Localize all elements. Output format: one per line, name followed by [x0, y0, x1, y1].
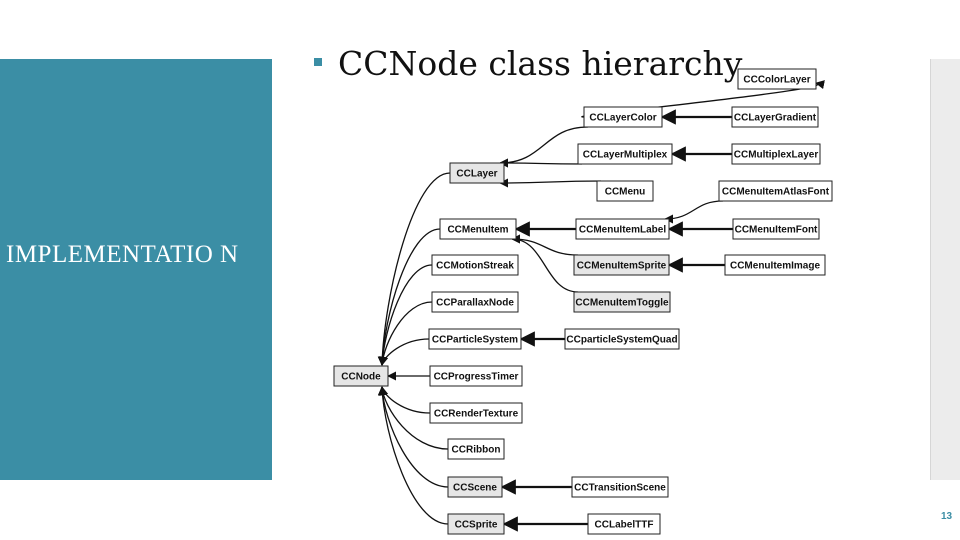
class-node-label: CCMenuItemSprite [577, 261, 667, 272]
page-number: 13 [941, 511, 953, 522]
class-node-cc-ribbon: CCRibbon [447, 438, 505, 460]
class-node-box [447, 513, 505, 535]
class-node-box [573, 254, 670, 276]
class-node-cc-layer-color: CCLayerColor [583, 106, 663, 128]
class-node-label: CCScene [453, 483, 497, 494]
inheritance-arrow-cc-motion-streak-to-cc-node [377, 264, 433, 366]
class-node-box [718, 180, 833, 202]
class-node-box [333, 365, 389, 387]
inheritance-arrow-cc-sprite-to-cc-node [377, 386, 449, 525]
class-node-cc-sprite: CCSprite [447, 513, 505, 535]
class-node-cc-menu-item-image: CCMenuItemImage [724, 254, 826, 276]
class-node-label: CCMenu [605, 187, 646, 198]
class-node-cc-multiplex-layer: CCMultiplexLayer [731, 143, 821, 165]
inheritance-arrow-cc-menu-item-atlas-font-to-cc-menu-item-label [664, 200, 724, 224]
right-edge-bar [930, 59, 960, 480]
section-panel [0, 59, 272, 480]
inheritance-arrow-cc-menu-item-sprite-to-cc-menu-item [511, 234, 579, 256]
class-node-box [596, 180, 654, 202]
class-node-box [724, 254, 826, 276]
class-node-label: CCLayerGradient [734, 113, 817, 124]
class-node-label: CCLabelTTF [595, 520, 654, 531]
class-node-box [428, 328, 522, 350]
class-node-cc-color-layer: CCColorLayer [737, 68, 817, 90]
class-node-label: CCParticleSystem [432, 335, 518, 346]
class-node-box [449, 162, 505, 184]
inheritance-arrow-cc-layer-color-to-cc-layer [499, 126, 589, 168]
class-node-cc-menu-item-atlas-font: CCMenuItemAtlasFont [718, 180, 833, 202]
class-node-label: CCRenderTexture [434, 409, 519, 420]
class-node-cc-layer-multiplex: CCLayerMultiplex [577, 143, 673, 165]
class-node-label: CCParallaxNode [436, 298, 514, 309]
class-node-label: CCMenuItemImage [730, 261, 820, 272]
class-node-box [447, 438, 505, 460]
class-node-label: CCMotionStreak [436, 261, 514, 272]
class-node-box [429, 402, 523, 424]
class-node-label: CCMenuItemLabel [579, 225, 666, 236]
class-node-cc-menu-item-toggle: CCMenuItemToggle [573, 291, 671, 313]
class-node-label: CCProgressTimer [434, 372, 519, 383]
class-node-box [587, 513, 661, 535]
class-node-box [564, 328, 680, 350]
class-node-cc-node: CCNode [333, 365, 389, 387]
class-node-cc-parallax-node: CCParallaxNode [431, 291, 519, 313]
class-node-label: CCNode [341, 372, 381, 383]
class-node-box [732, 218, 820, 240]
class-node-cc-render-texture: CCRenderTexture [429, 402, 523, 424]
class-node-box [575, 218, 670, 240]
class-node-box [573, 291, 671, 313]
class-node-box [447, 476, 503, 498]
class-node-label: CCLayerMultiplex [583, 150, 668, 161]
class-node-cc-menu-item-label: CCMenuItemLabel [575, 218, 670, 240]
section-title: IMPLEMENTATIO N [6, 241, 239, 268]
class-node-box [571, 476, 669, 498]
class-node-cc-layer: CCLayer [449, 162, 505, 184]
class-node-box [577, 143, 673, 165]
class-node-label: CCparticleSystemQuad [566, 335, 677, 346]
slide-heading: CCNode class hierarchy [314, 44, 742, 83]
class-node-cc-scene: CCScene [447, 476, 503, 498]
class-node-cc-transition-scene: CCTransitionScene [571, 476, 669, 498]
inheritance-arrow-cc-layer-to-cc-node [377, 172, 451, 366]
class-node-box [731, 106, 819, 128]
square-bullet-icon [314, 58, 322, 66]
class-node-label: CCSprite [455, 520, 498, 531]
class-node-cc-menu-item-font: CCMenuItemFont [732, 218, 820, 240]
class-node-box [431, 254, 519, 276]
class-node-box [731, 143, 821, 165]
class-node-box [737, 68, 817, 90]
class-node-label: CCLayer [456, 169, 497, 180]
class-node-label: CCLayerColor [589, 113, 656, 124]
inheritance-arrow-cc-menu-item-toggle-to-cc-menu-item [511, 234, 579, 293]
class-node-box [439, 218, 517, 240]
class-node-cc-label-ttf: CCLabelTTF [587, 513, 661, 535]
class-node-label: CCMenuItemAtlasFont [722, 187, 830, 198]
class-node-cc-progress-timer: CCProgressTimer [429, 365, 523, 387]
class-node-cc-menu-item-sprite: CCMenuItemSprite [573, 254, 670, 276]
class-node-label: CCRibbon [452, 445, 501, 456]
class-node-c-cparticle-system-quad: CCparticleSystemQuad [564, 328, 680, 350]
inheritance-arrow-cc-scene-to-cc-node [377, 386, 449, 488]
inheritance-arrow-cc-layer-multiplex-to-cc-layer [499, 158, 583, 168]
class-node-label: CCTransitionScene [574, 483, 666, 494]
class-node-box [583, 106, 663, 128]
class-node-label: CCMultiplexLayer [734, 150, 819, 161]
inheritance-arrow-cc-particle-system-to-cc-node [379, 338, 430, 366]
class-node-label: CCMenuItem [447, 225, 508, 236]
class-node-cc-layer-gradient: CCLayerGradient [731, 106, 819, 128]
class-node-label: CCMenuItemFont [735, 225, 818, 236]
class-node-cc-particle-system: CCParticleSystem [428, 328, 522, 350]
class-node-box [431, 291, 519, 313]
class-node-cc-motion-streak: CCMotionStreak [431, 254, 519, 276]
inheritance-arrow-cc-menu-to-cc-layer [499, 178, 602, 188]
class-node-label: CCColorLayer [743, 75, 810, 86]
class-node-box [429, 365, 523, 387]
class-node-cc-menu-item: CCMenuItem [439, 218, 517, 240]
slide-heading-text: CCNode class hierarchy [338, 44, 743, 83]
class-node-cc-menu: CCMenu [596, 180, 654, 202]
class-node-label: CCMenuItemToggle [575, 298, 669, 309]
